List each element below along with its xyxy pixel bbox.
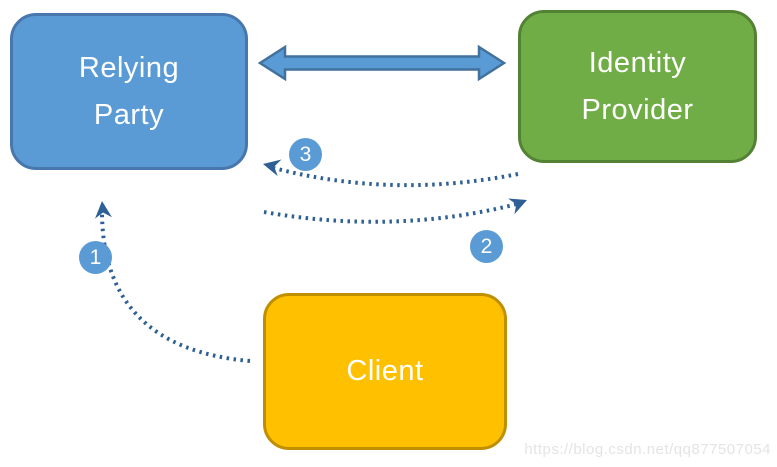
node-identity-provider-label-line2: Provider <box>581 93 694 126</box>
bidirectional-arrow <box>257 44 507 82</box>
arrow-1-path <box>99 206 251 363</box>
node-client: Client <box>263 293 507 450</box>
arrow-2-head-icon <box>508 198 527 215</box>
step-badge-1: 1 <box>79 241 112 274</box>
arrow-2-path <box>263 202 518 224</box>
step-badge-2: 2 <box>470 230 503 263</box>
node-relying-party-label-line1: Relying <box>78 51 180 84</box>
node-identity-provider-label-line1: Identity <box>588 46 687 79</box>
arrow-3-path <box>273 166 519 188</box>
node-relying-party: Relying Party <box>10 13 248 170</box>
node-identity-provider: Identity Provider <box>518 10 757 163</box>
arrow-1-head-icon <box>95 201 112 219</box>
node-relying-party-label-line2: Party <box>93 98 165 131</box>
watermark-text: https://blog.csdn.net/qq877507054 <box>524 441 771 458</box>
node-client-label: Client <box>346 355 424 387</box>
arrow-3-head-icon <box>263 159 282 177</box>
step-badge-3: 3 <box>289 138 322 171</box>
